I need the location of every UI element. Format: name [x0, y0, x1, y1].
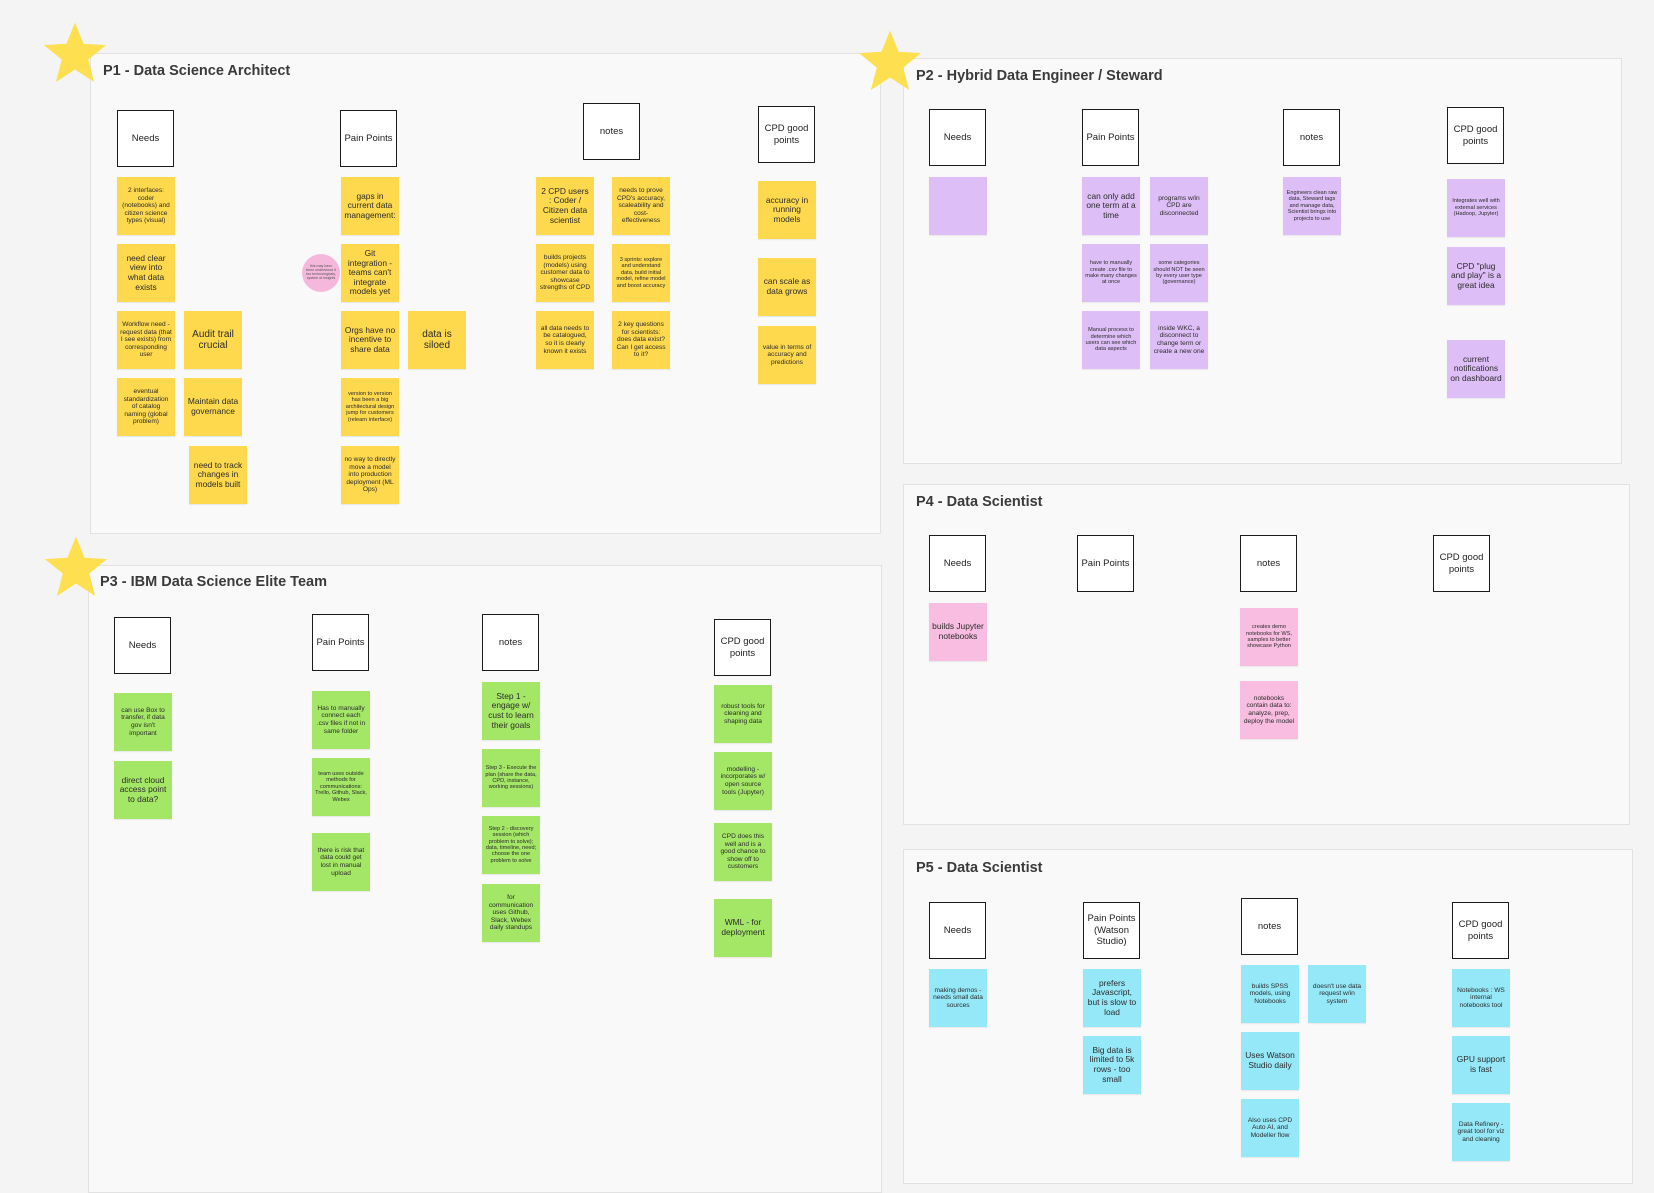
star-icon-shape [858, 30, 922, 91]
sticky-note[interactable]: CPD does this well and is a good chance … [714, 823, 772, 881]
sticky-note[interactable]: Also uses CPD Auto AI, and Modeller flow [1241, 1099, 1299, 1157]
header-needs[interactable]: Needs [114, 617, 171, 674]
sticky-note[interactable]: version to version has been a big archit… [341, 378, 399, 436]
header-cpd-good-points[interactable]: CPD good points [758, 106, 815, 163]
sticky-note[interactable]: all data needs to be catalogued, so it i… [536, 311, 594, 369]
sticky-note[interactable]: programs w/in CPD are disconnected [1150, 177, 1208, 235]
header-cpd-good-points[interactable]: CPD good points [714, 619, 771, 676]
sticky-note[interactable]: direct cloud access point to data? [114, 761, 172, 819]
sticky-note[interactable]: can scale as data grows [758, 258, 816, 316]
frame-title-p5: P5 - Data Scientist [916, 860, 1043, 876]
header-notes[interactable]: notes [1241, 898, 1298, 955]
sticky-note[interactable]: Uses Watson Studio daily [1241, 1032, 1299, 1090]
sticky-note[interactable]: no way to directly move a model into pro… [341, 446, 399, 504]
sticky-note[interactable]: creates demo notebooks for WS, samples t… [1240, 608, 1298, 666]
sticky-note[interactable]: have to manually create .csv file to mak… [1082, 244, 1140, 302]
header-needs[interactable]: Needs [929, 109, 986, 166]
header-needs[interactable]: Needs [117, 110, 174, 167]
frame-title-p2: P2 - Hybrid Data Engineer / Steward [916, 68, 1163, 84]
sticky-note[interactable]: Integrates well with external services (… [1447, 179, 1505, 237]
sticky-note[interactable]: value in terms of accuracy and predictio… [758, 326, 816, 384]
sticky-note[interactable]: needs to prove CPD's accuracy, scaleabil… [612, 177, 670, 235]
star-icon [44, 536, 108, 597]
sticky-note[interactable]: 3 sprints: explore and understand data, … [612, 244, 670, 302]
frame-title-p1: P1 - Data Science Architect [103, 63, 291, 79]
sticky-note[interactable]: Step 3 - Execute the plan (share the dat… [482, 749, 540, 807]
header-pain-points[interactable]: Pain Points (Watson Studio) [1083, 902, 1140, 959]
header-needs[interactable]: Needs [929, 902, 986, 959]
frame-title-p3: P3 - IBM Data Science Elite Team [100, 574, 327, 590]
header-pain-points[interactable]: Pain Points [340, 110, 397, 167]
sticky-note[interactable]: modelling - incorporates w/ open source … [714, 752, 772, 810]
sticky-note[interactable]: for communication uses Github, Slack, We… [482, 884, 540, 942]
sticky-note[interactable] [929, 177, 987, 235]
sticky-note[interactable]: Data Refinery - great tool for viz and c… [1452, 1103, 1510, 1161]
sticky-note[interactable]: GPU support is fast [1452, 1036, 1510, 1094]
sticky-note[interactable]: builds Jupyter notebooks [929, 603, 987, 661]
frame-title-p4: P4 - Data Scientist [916, 494, 1043, 510]
sticky-note[interactable]: doesn't use data request w/in system [1308, 965, 1366, 1023]
sticky-note[interactable]: accuracy in running models [758, 181, 816, 239]
header-notes[interactable]: notes [583, 103, 640, 160]
header-pain-points[interactable]: Pain Points [1077, 535, 1134, 592]
star-icon-shape [44, 536, 108, 597]
comment-dot[interactable]: this may have been understood it too tec… [302, 254, 340, 292]
star-icon [858, 30, 922, 91]
sticky-note[interactable]: WML - for deployment [714, 899, 772, 957]
sticky-note[interactable]: need clear view into what data exists [117, 244, 175, 302]
star-icon [43, 22, 107, 83]
header-notes[interactable]: notes [482, 614, 539, 671]
sticky-note[interactable]: inside WKC, a disconnect to change term … [1150, 311, 1208, 369]
header-cpd-good-points[interactable]: CPD good points [1447, 107, 1504, 164]
sticky-note[interactable]: 2 CPD users : Coder / Citizen data scien… [536, 177, 594, 235]
sticky-note[interactable]: Has to manually connect each .csv files … [312, 691, 370, 749]
sticky-note[interactable]: 2 interfaces: coder (notebooks) and citi… [117, 177, 175, 235]
header-needs[interactable]: Needs [929, 535, 986, 592]
sticky-note[interactable]: builds projects (models) using customer … [536, 244, 594, 302]
sticky-note[interactable]: Audit trail crucial [184, 311, 242, 369]
sticky-note[interactable]: Maintain data governance [184, 378, 242, 436]
sticky-note[interactable]: Workflow need - request data (that I see… [117, 311, 175, 369]
sticky-note[interactable]: gaps in current data management: [341, 177, 399, 235]
sticky-note[interactable]: there is risk that data could get lost i… [312, 833, 370, 891]
sticky-note[interactable]: data is siloed [408, 311, 466, 369]
sticky-note[interactable]: Manual process to determine which users … [1082, 311, 1140, 369]
sticky-note[interactable]: Step 2 - discovery session (which proble… [482, 816, 540, 874]
star-icon-shape [43, 22, 107, 83]
header-pain-points[interactable]: Pain Points [312, 614, 369, 671]
sticky-note[interactable]: Orgs have no incentive to share data [341, 311, 399, 369]
sticky-note[interactable]: Big data is limited to 5k rows - too sma… [1083, 1036, 1141, 1094]
header-pain-points[interactable]: Pain Points [1082, 109, 1139, 166]
header-cpd-good-points[interactable]: CPD good points [1433, 535, 1490, 592]
sticky-note[interactable]: team uses outside methods for communicat… [312, 758, 370, 816]
sticky-note[interactable]: Engineers clean raw data, Steward tags a… [1283, 177, 1341, 235]
sticky-note[interactable]: need to track changes in models built [189, 446, 247, 504]
sticky-note[interactable]: some categories should NOT be seen by ev… [1150, 244, 1208, 302]
sticky-note[interactable]: eventual standardization of catalog nami… [117, 378, 175, 436]
sticky-note[interactable]: prefers Javascript, but is slow to load [1083, 969, 1141, 1027]
sticky-note[interactable]: robust tools for cleaning and shaping da… [714, 685, 772, 743]
sticky-note[interactable]: CPD "plug and play" is a great idea [1447, 247, 1505, 305]
header-notes[interactable]: notes [1283, 109, 1340, 166]
header-cpd-good-points[interactable]: CPD good points [1452, 902, 1509, 959]
sticky-note[interactable]: can only add one term at a time [1082, 177, 1140, 235]
sticky-note[interactable]: Step 1 - engage w/ cust to learn their g… [482, 682, 540, 740]
sticky-note[interactable]: current notifications on dashboard [1447, 340, 1505, 398]
header-notes[interactable]: notes [1240, 535, 1297, 592]
sticky-note[interactable]: builds SPSS models, using Notebooks [1241, 965, 1299, 1023]
sticky-note[interactable]: Notebooks : WS internal notebooks tool [1452, 969, 1510, 1027]
sticky-note[interactable]: can use Box to transfer, if data gov isn… [114, 693, 172, 751]
sticky-note[interactable]: 2 key questions for scientists: does dat… [612, 311, 670, 369]
sticky-note[interactable]: Git integration - teams can't integrate … [341, 244, 399, 302]
sticky-note[interactable]: notebooks contain data to: analyze, prep… [1240, 681, 1298, 739]
sticky-note[interactable]: making demos - needs small data sources [929, 969, 987, 1027]
frame-p2[interactable] [903, 58, 1622, 464]
